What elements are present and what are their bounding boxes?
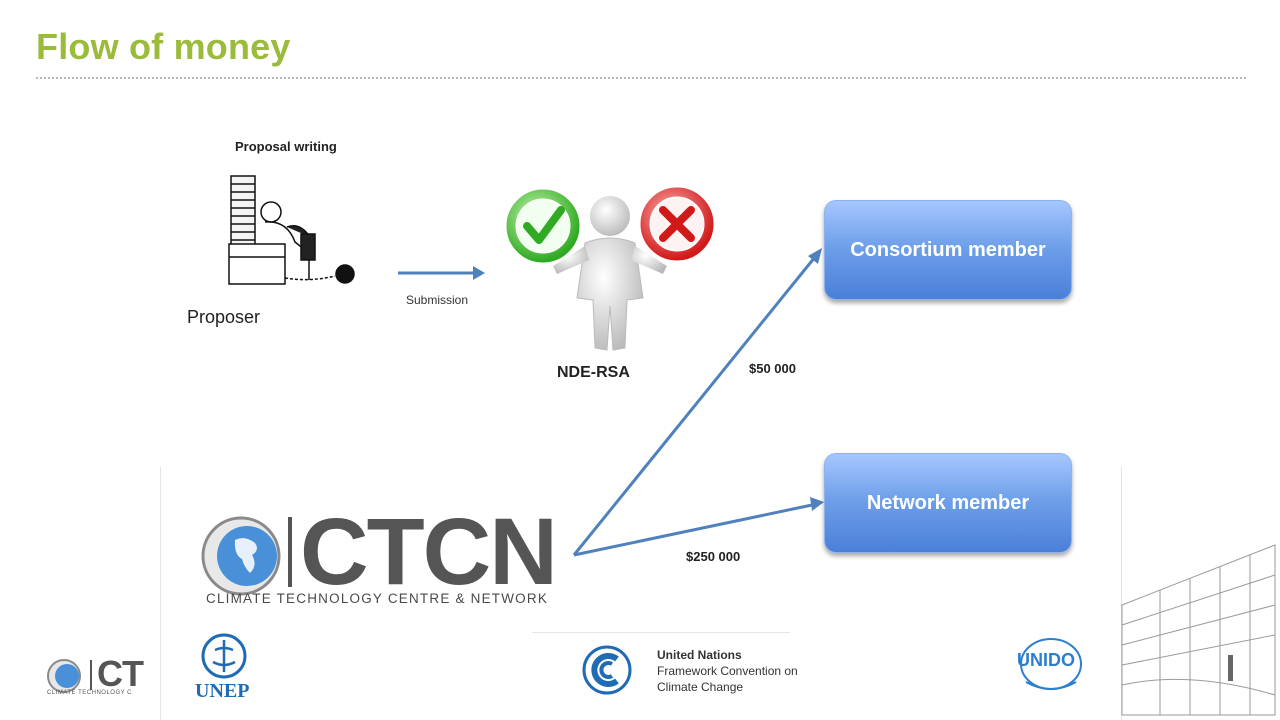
title-divider: [36, 77, 1246, 79]
unfccc-emblem-icon: [582, 645, 632, 695]
ctcn-divider: [288, 517, 292, 587]
footer-globe-icon: [47, 659, 81, 693]
ctcn-tagline: CLIMATE TECHNOLOGY CENTRE & NETWORK: [206, 591, 549, 606]
reject-cross-icon: [640, 187, 714, 261]
figure-head-icon: [590, 196, 630, 236]
consortium-amount: $50 000: [749, 361, 796, 376]
approve-check-icon: [506, 189, 580, 263]
footer-ctcn-tagline: CLIMATE TECHNOLOGY C: [47, 690, 133, 696]
proposer-illustration: [228, 175, 355, 285]
ctcn-wordmark: CTCN: [300, 499, 558, 605]
unfccc-logo-text: United Nations Framework Convention on C…: [657, 647, 798, 695]
unep-logo-text: UNEP: [195, 680, 250, 702]
unfccc-line-3: Climate Change: [657, 680, 744, 694]
arrow-to-consortium: [572, 256, 817, 556]
unfccc-line-2: Framework Convention on: [657, 664, 798, 678]
page-title: Flow of money: [36, 26, 291, 67]
building-sketch-icon: [1121, 544, 1276, 716]
arrowhead-consortium: [808, 248, 822, 264]
nde-figure: [506, 187, 714, 351]
proposal-writing-caption: Proposal writing: [235, 139, 337, 154]
consortium-member-box: Consortium member: [824, 200, 1072, 300]
footer-ctcn-wordmark: CT: [97, 653, 144, 694]
proposer-label: Proposer: [187, 307, 261, 327]
unfccc-line-1: United Nations: [657, 648, 742, 662]
globe-icon: [201, 516, 281, 596]
unfccc-rule: [532, 632, 790, 633]
network-member-box: Network member: [824, 453, 1072, 553]
unido-emblem-icon: [1020, 638, 1082, 690]
unep-emblem-icon: [201, 633, 247, 679]
submission-label: Submission: [406, 293, 469, 307]
submission-arrow: [398, 266, 485, 280]
nde-label: NDE-RSA: [557, 364, 630, 381]
unido-logo-text: UNIDO: [1017, 650, 1075, 670]
arrow-to-network: [573, 503, 813, 557]
arrowhead-network: [810, 497, 824, 511]
network-amount: $250 000: [686, 549, 741, 564]
footer-ctcn-divider: [90, 660, 92, 690]
